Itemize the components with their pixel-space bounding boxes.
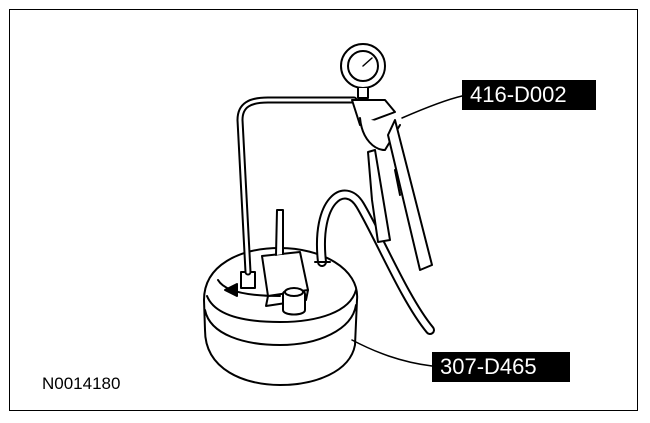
callout-vacuum-fixture: 307-D465	[432, 352, 570, 382]
callout-vacuum-pump: 416-D002	[462, 80, 596, 110]
hand-vacuum-pump	[340, 43, 463, 271]
illustration-frame	[9, 9, 638, 411]
vacuum-hose	[236, 96, 435, 335]
figure-id: N0014180	[42, 374, 121, 393]
vacuum-fixture	[203, 209, 433, 386]
